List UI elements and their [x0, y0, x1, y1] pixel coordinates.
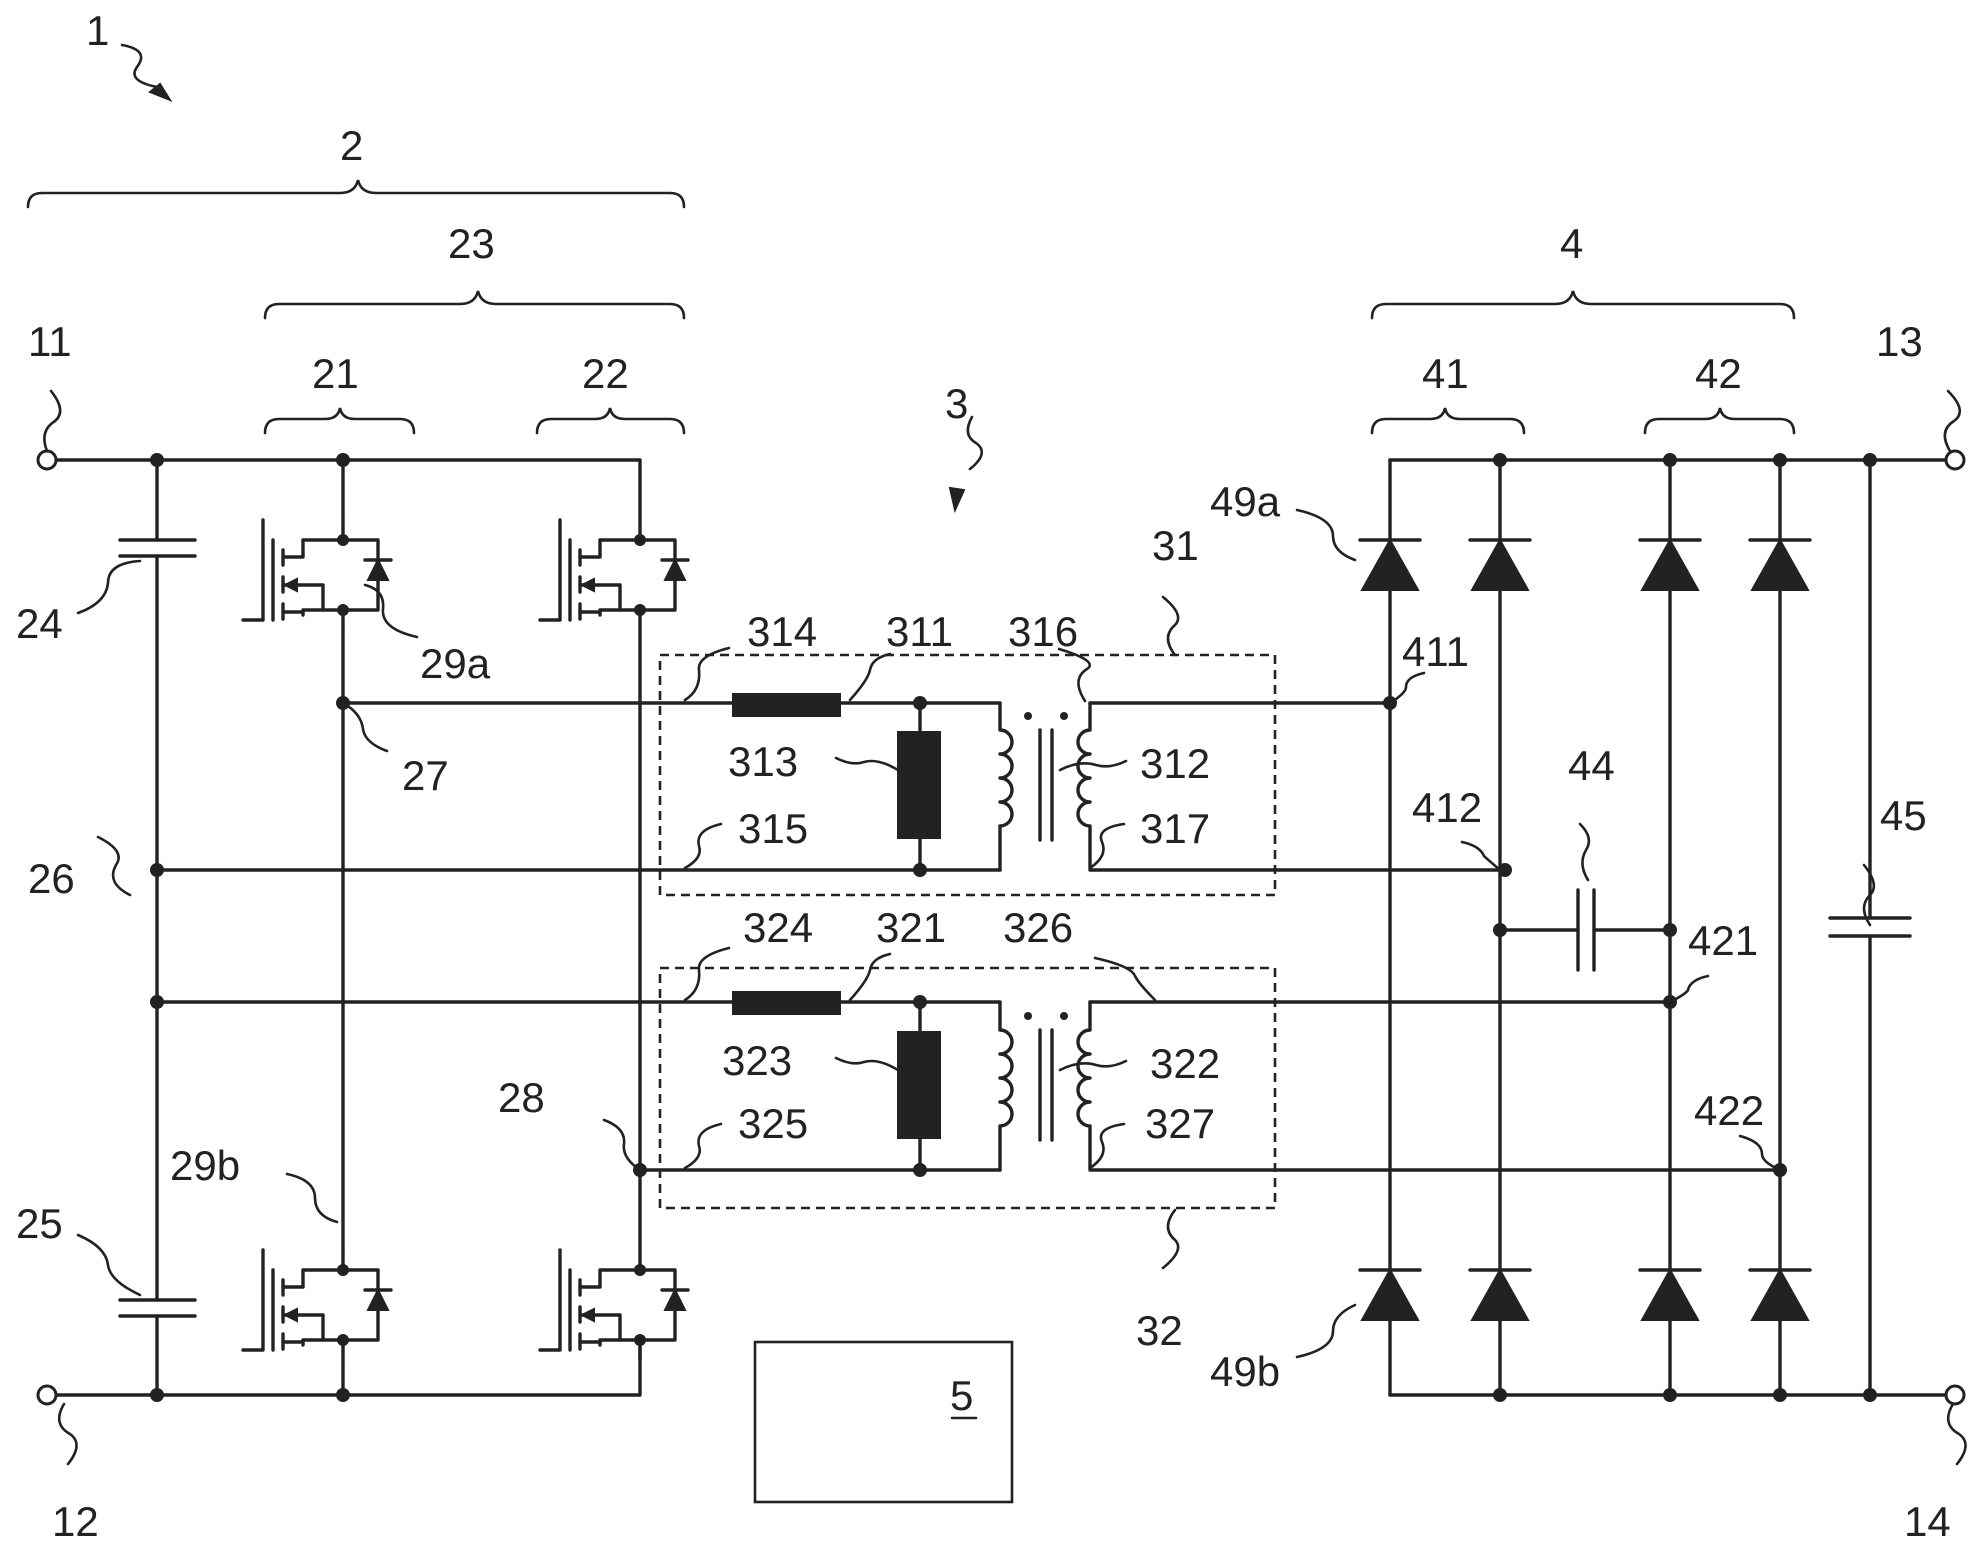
leader-lines — [43, 43, 1967, 1466]
label-w-324: 324 — [743, 904, 813, 951]
label-l-321: 321 — [876, 904, 946, 951]
label-node-28: 28 — [498, 1074, 545, 1121]
label-w-314: 314 — [747, 608, 817, 655]
output-terminal-neg — [1944, 1384, 1966, 1406]
label-node-27: 27 — [402, 752, 449, 799]
transformer-unit-32 — [155, 966, 1787, 1210]
label-converter: 1 — [86, 7, 109, 54]
label-w-325: 325 — [738, 1100, 808, 1147]
transformer-unit-31 — [155, 653, 1512, 897]
label-cap-25: 25 — [16, 1200, 63, 1247]
label-l-313: 313 — [728, 738, 798, 785]
label-cap-24: 24 — [16, 600, 63, 647]
label-transformer-stage: 3 — [945, 380, 968, 427]
label-switch-29b: 29b — [170, 1142, 240, 1189]
rectifier-stage — [1358, 449, 1966, 1406]
label-node-411: 411 — [1402, 628, 1469, 675]
capacitor-25 — [118, 1298, 197, 1318]
label-w-327: 327 — [1145, 1100, 1215, 1147]
input-terminal-neg — [36, 1384, 58, 1406]
label-leg-22: 22 — [582, 350, 629, 397]
label-leg-41: 41 — [1422, 350, 1469, 397]
label-node-421: 421 — [1688, 917, 1758, 964]
label-rectifier-stage: 4 — [1560, 220, 1583, 267]
label-tr-322: 322 — [1150, 1040, 1220, 1087]
label-primary-stage: 2 — [340, 122, 363, 169]
input-bus — [36, 449, 642, 1406]
label-output-pos: 13 — [1876, 318, 1923, 365]
label-full-bridge: 23 — [448, 220, 495, 267]
label-input-neg: 12 — [52, 1498, 99, 1545]
label-tr-unit-31: 31 — [1152, 522, 1199, 569]
controller-box — [753, 1340, 1014, 1504]
label-diode-49a: 49a — [1210, 478, 1281, 525]
label-cap-44: 44 — [1568, 742, 1615, 789]
label-node-422: 422 — [1694, 1087, 1764, 1134]
label-output-neg: 14 — [1904, 1498, 1951, 1545]
label-switch-29a: 29a — [420, 640, 491, 687]
braces — [26, 179, 1796, 435]
label-l-311: 311 — [886, 608, 953, 655]
label-w-317: 317 — [1140, 805, 1210, 852]
output-terminal-pos — [1944, 449, 1966, 471]
label-tr-unit-32: 32 — [1136, 1307, 1183, 1354]
label-l-323: 323 — [722, 1037, 792, 1084]
label-leg-21: 21 — [312, 350, 359, 397]
label-cap-45: 45 — [1880, 792, 1927, 839]
switch-leg-21 — [241, 458, 393, 1397]
label-input-pos: 11 — [28, 318, 72, 365]
reference-labels: 1 2 23 21 22 11 12 24 25 26 27 28 29a 29… — [16, 7, 1951, 1545]
label-leg-42: 42 — [1695, 350, 1742, 397]
label-diode-49b: 49b — [1210, 1348, 1280, 1395]
label-node-412: 412 — [1412, 784, 1482, 831]
label-w-315: 315 — [738, 805, 808, 852]
label-w-316: 316 — [1008, 608, 1078, 655]
capacitor-24 — [118, 458, 197, 1397]
input-terminal-pos — [36, 449, 58, 471]
switch-leg-22 — [538, 518, 690, 1362]
label-w-326: 326 — [1003, 904, 1073, 951]
label-tr-312: 312 — [1140, 740, 1210, 787]
label-midpoint-26: 26 — [28, 855, 75, 902]
label-controller: 5 — [950, 1372, 973, 1419]
